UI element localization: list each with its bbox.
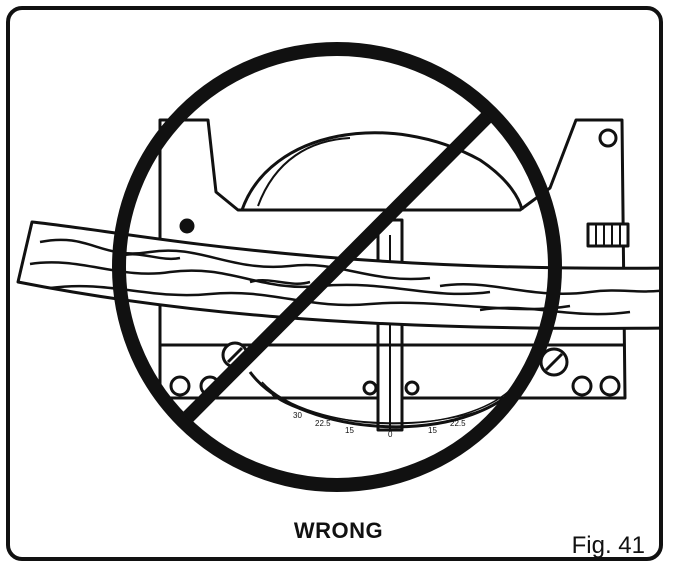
scale-labels: 30 22.5 15 0 15 22.5 [293, 411, 466, 439]
scale-mark: 15 [345, 426, 354, 435]
prohibition-icon [112, 42, 562, 492]
warning-label: WRONG [293, 518, 384, 543]
scale-mark: 15 [428, 426, 437, 435]
scale-mark: 22.5 [450, 419, 466, 428]
scale-mark: 0 [388, 430, 393, 439]
scale-mark: 22.5 [315, 419, 331, 428]
figure-number: Fig. 41 [571, 532, 645, 559]
scale-mark: 30 [293, 411, 302, 420]
figure-frame: 30 22.5 15 0 15 22.5 WRONG [6, 6, 663, 561]
illustration: 30 22.5 15 0 15 22.5 [16, 42, 659, 492]
